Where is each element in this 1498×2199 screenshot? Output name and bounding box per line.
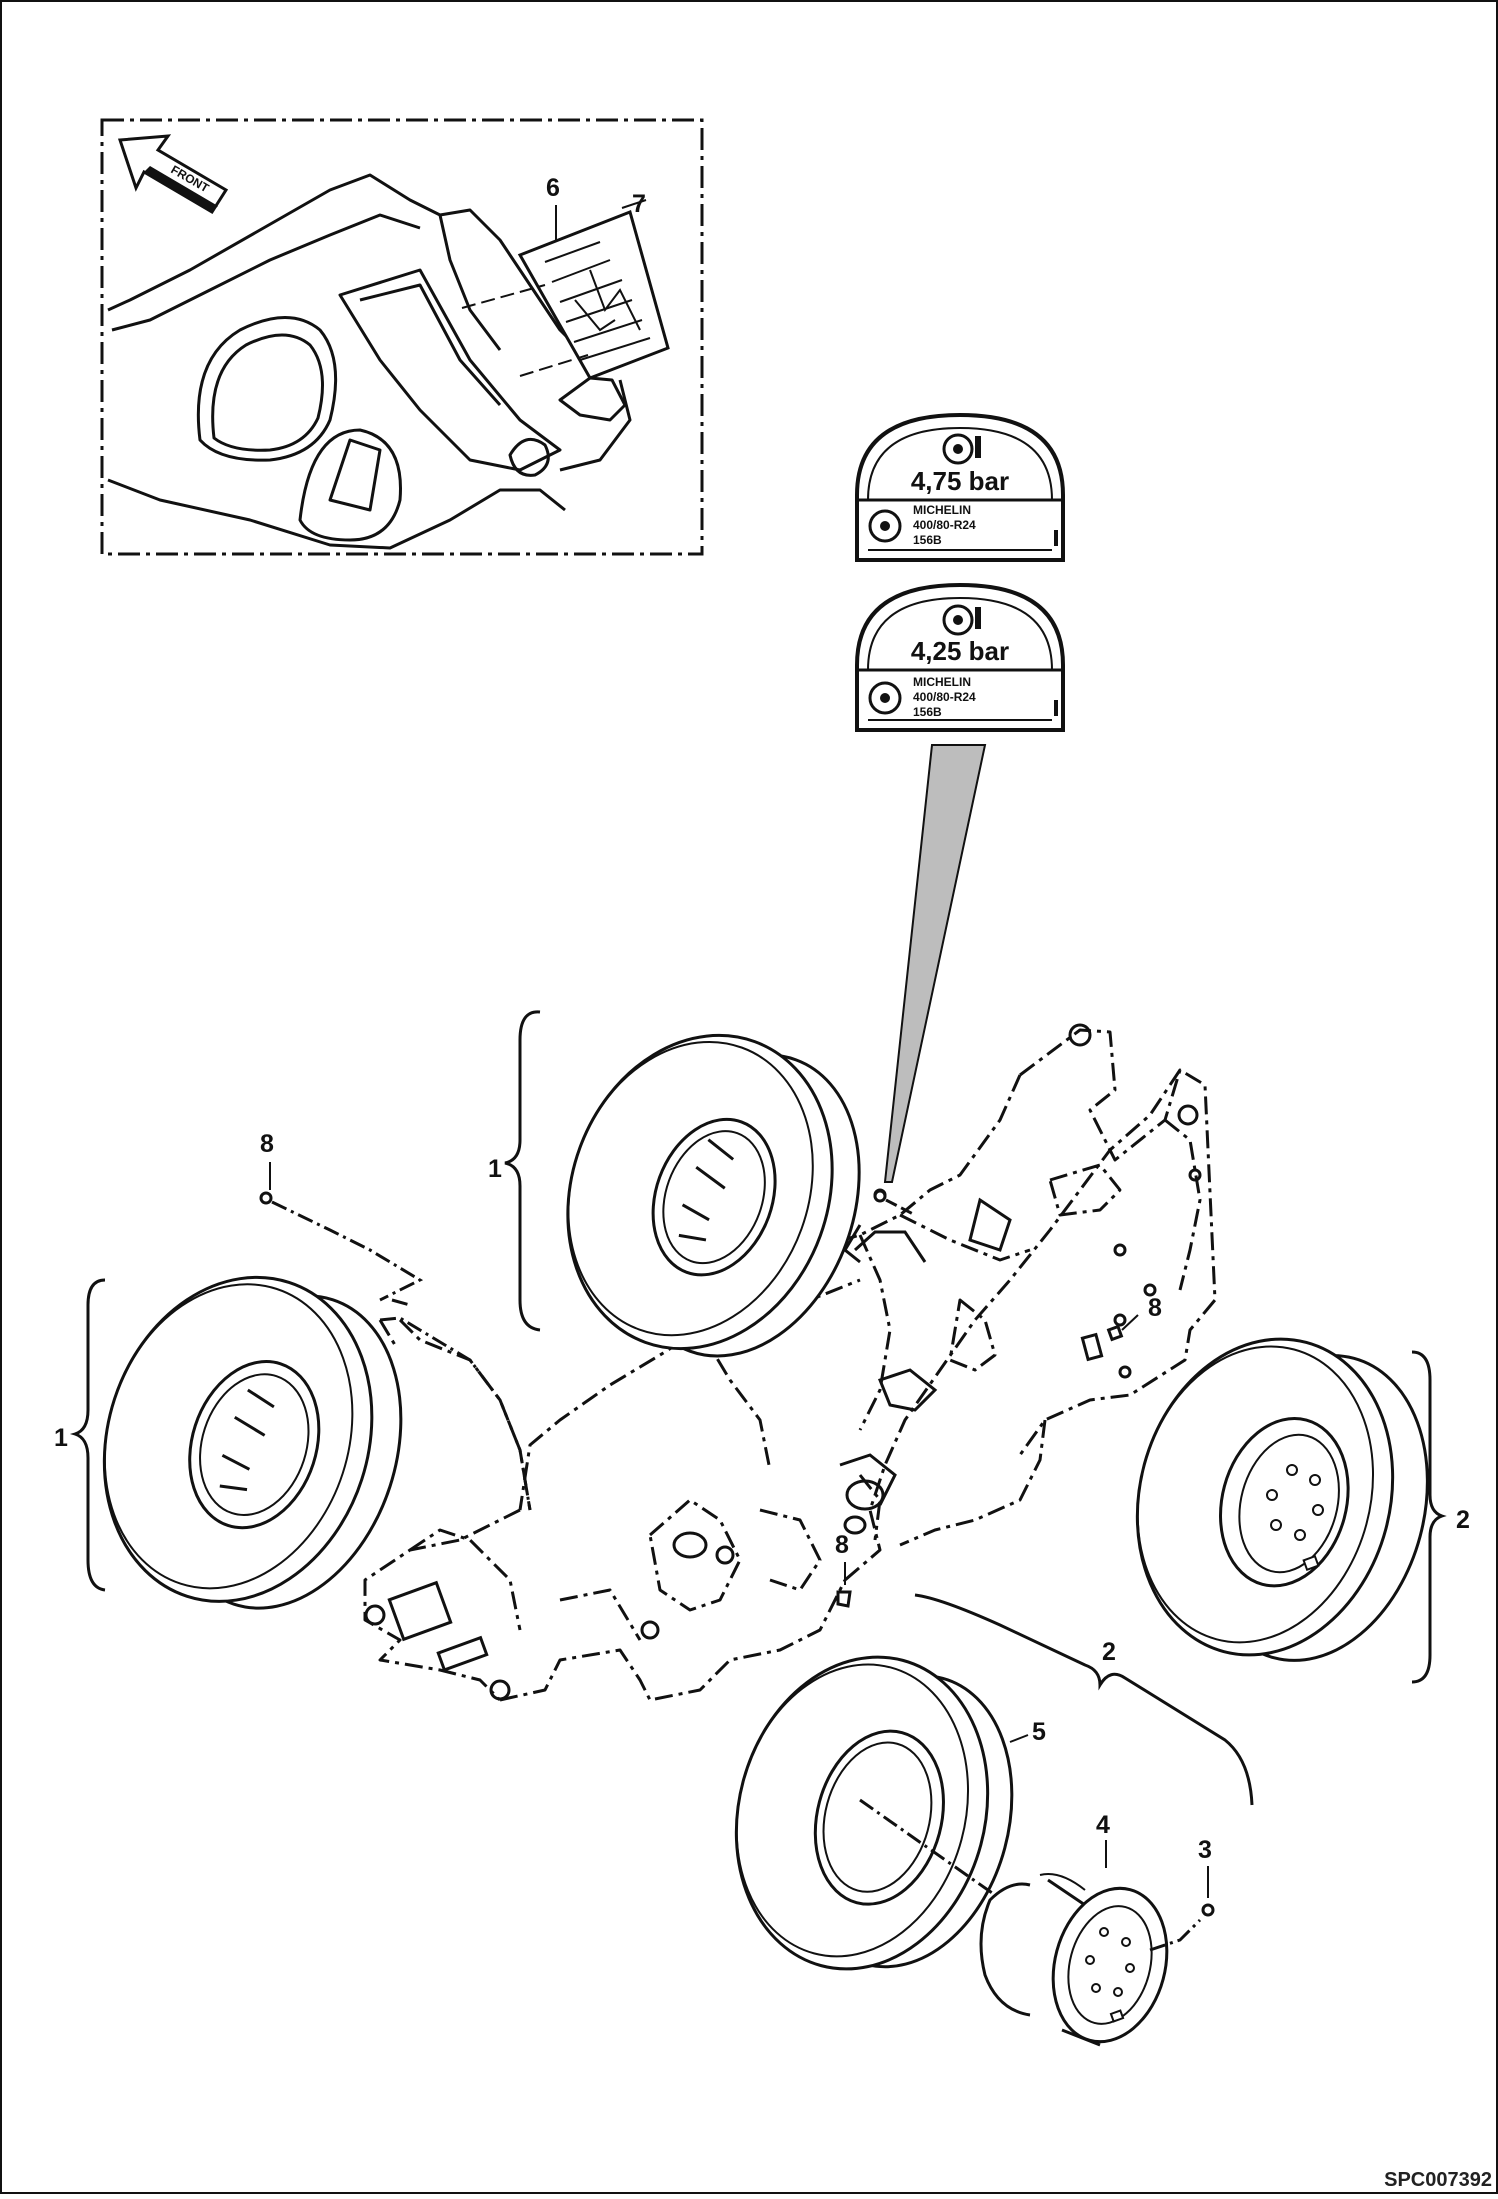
rear-brand: MICHELIN	[913, 675, 971, 689]
callout-1-left: 1	[54, 1424, 68, 1452]
front-brand: MICHELIN	[913, 503, 971, 517]
front-arrow-icon: FRONT	[117, 134, 229, 215]
valve-left-line	[271, 1200, 424, 1302]
bracket-upper	[504, 1010, 541, 1332]
figure-code: SPC007392	[1384, 2169, 1492, 2191]
wheel-upper-front	[504, 1010, 861, 1358]
valve-right-icon	[1106, 1324, 1124, 1342]
valve-left-icon	[259, 1191, 273, 1205]
callout-4: 4	[1096, 1811, 1110, 1839]
callout-2-right: 2	[1456, 1506, 1470, 1534]
rim-exploded	[979, 1873, 1169, 2047]
tire-label-rear: 4,25 bar MICHELIN 400/80-R24 156B	[855, 582, 1065, 732]
axle-arm	[379, 1298, 532, 1511]
callout-8-center: 8	[835, 1531, 849, 1559]
callout-8-left: 8	[260, 1130, 274, 1158]
machine-body-outline	[107, 173, 632, 550]
rear-index: 156B	[913, 705, 942, 719]
bracket-right	[1411, 1350, 1447, 1684]
tire-exploded	[734, 1655, 1014, 1971]
front-index: 156B	[913, 533, 942, 547]
callout-7: 7	[632, 190, 646, 218]
bracket-left	[69, 1278, 106, 1592]
inset-detail: FRONT	[100, 118, 704, 556]
front-pressure: 4,75 bar	[911, 466, 1009, 496]
wheel-right-rear	[1135, 1337, 1447, 1684]
callout-8-right: 8	[1148, 1294, 1162, 1322]
rear-pressure: 4,25 bar	[911, 636, 1009, 666]
valve-center-icon	[836, 1590, 852, 1608]
leader-5	[1009, 1734, 1029, 1743]
callout-5: 5	[1032, 1718, 1046, 1746]
callout-1-upper: 1	[488, 1155, 502, 1183]
tire-icon	[868, 681, 902, 715]
tire-gauge-icon	[942, 604, 981, 636]
assembly-lines	[859, 1798, 1202, 1952]
callout-2-lower: 2	[1102, 1638, 1116, 1666]
callout-3: 3	[1198, 1836, 1212, 1864]
inset-frame	[100, 118, 704, 556]
tire-gauge-icon	[942, 433, 981, 465]
rear-size: 400/80-R24	[913, 690, 976, 704]
valve-frame-icon	[873, 1189, 887, 1203]
leader-8-right	[1121, 1314, 1139, 1331]
decal-plate	[461, 209, 670, 380]
callout-6: 6	[546, 174, 560, 202]
tire-label-front: 4,75 bar MICHELIN 400/80-R24 156B	[855, 412, 1065, 562]
label-leader	[883, 744, 987, 1183]
front-size: 400/80-R24	[913, 518, 976, 532]
wheel-left-front	[69, 1275, 403, 1610]
wheel-nut	[1201, 1903, 1215, 1917]
bracket-lower	[914, 1593, 1254, 1806]
tire-icon	[868, 509, 902, 543]
